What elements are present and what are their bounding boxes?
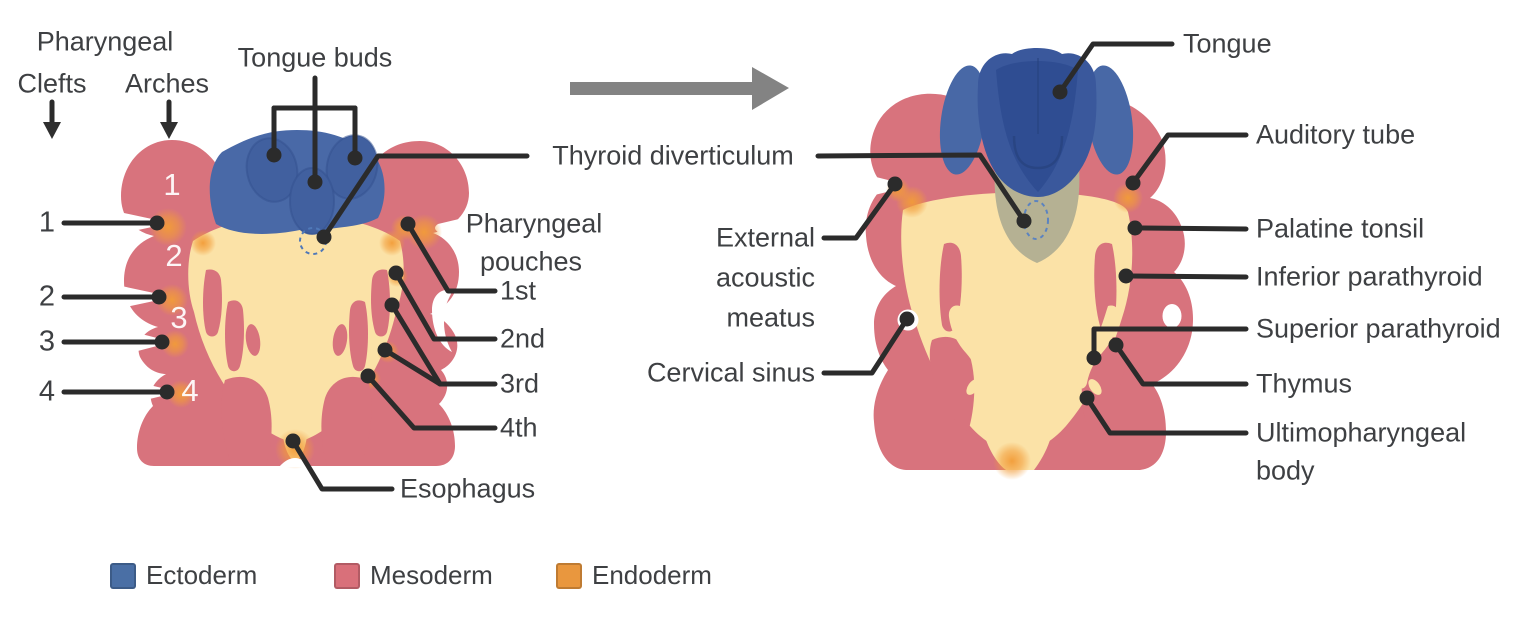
pharyngeal-label: Pharyngeal: [36, 26, 174, 57]
pouches-title-line2: pouches: [479, 246, 583, 277]
ectoderm-legend-label: Ectoderm: [146, 560, 258, 591]
right-cervical-sinus-forming: [432, 289, 452, 352]
palatine-tonsil-label: Palatine tonsil: [1256, 213, 1425, 244]
cleft-number-4: 4: [38, 375, 56, 408]
thymus-label: Thymus: [1256, 368, 1353, 399]
left-leader-dots: [149, 147, 416, 449]
esophagus-label: Esophagus: [400, 473, 536, 504]
gland-sprigs: [948, 305, 1120, 395]
right-cleft-notch: [435, 214, 480, 240]
transition-arrow: [570, 67, 789, 110]
external-acoustic-label-line2: acoustic: [715, 262, 815, 293]
external-acoustic-label-line3: meatus: [726, 302, 815, 333]
ultimopharyngeal-label-line1: Ultimopharyngeal: [1256, 417, 1467, 448]
endoderm-accents-late: [886, 178, 1143, 480]
cervical-sinus-label: Cervical sinus: [646, 357, 815, 388]
pouch-1st-label: 1st: [500, 275, 537, 306]
superior-parathyroid-label: Superior parathyroid: [1256, 313, 1501, 344]
thyroid-diverticulum-label: Thyroid diverticulum: [552, 140, 794, 171]
ectoderm-swatch: [110, 563, 136, 589]
right-leader-dots: [887, 84, 1143, 406]
thyroglossal-path: [994, 168, 1080, 263]
tongue-buds-label: Tongue buds: [237, 42, 393, 73]
external-acoustic-meatus-notch: [856, 172, 895, 199]
tongue-buds: [245, 134, 379, 235]
auditory-tube-label: Auditory tube: [1256, 119, 1416, 150]
clefts-label: Clefts: [17, 68, 87, 99]
left-leader-lines: [49, 75, 530, 492]
pouch-3rd-label: 3rd: [500, 368, 540, 399]
inferior-parathyroid-label: Inferior parathyroid: [1256, 261, 1483, 292]
right-leader-lines: [815, 41, 1249, 436]
mesoderm-swatch: [334, 563, 360, 589]
external-acoustic-label-line1: External: [715, 222, 815, 253]
arch-number-4: 4: [181, 373, 199, 409]
late-pharyngeal-derivatives: [856, 48, 1200, 480]
tongue-label: Tongue: [1183, 28, 1272, 59]
arch-number-1: 1: [163, 167, 181, 203]
cervical-vesicle: [1162, 304, 1182, 328]
cleft-number-1: 1: [38, 206, 56, 239]
pouches-title-line1: Pharyngeal: [465, 208, 603, 239]
pouch-walls: [203, 269, 390, 466]
ultimopharyngeal-label-line2: body: [1256, 455, 1315, 486]
endoderm-legend-label: Endoderm: [592, 560, 712, 591]
arch-number-3: 3: [170, 300, 188, 336]
right-side-notch: [1157, 184, 1200, 210]
pouch-2nd-label: 2nd: [500, 323, 546, 354]
arches-label: Arches: [124, 68, 210, 99]
left-arrowheads: [43, 122, 178, 139]
cleft-number-3: 3: [38, 325, 56, 358]
mesoderm-legend-label: Mesoderm: [370, 560, 493, 591]
arch-number-2: 2: [165, 238, 183, 274]
pouch-4th-label: 4th: [500, 412, 538, 443]
endoderm-swatch: [556, 563, 582, 589]
cleft-number-2: 2: [38, 280, 56, 313]
